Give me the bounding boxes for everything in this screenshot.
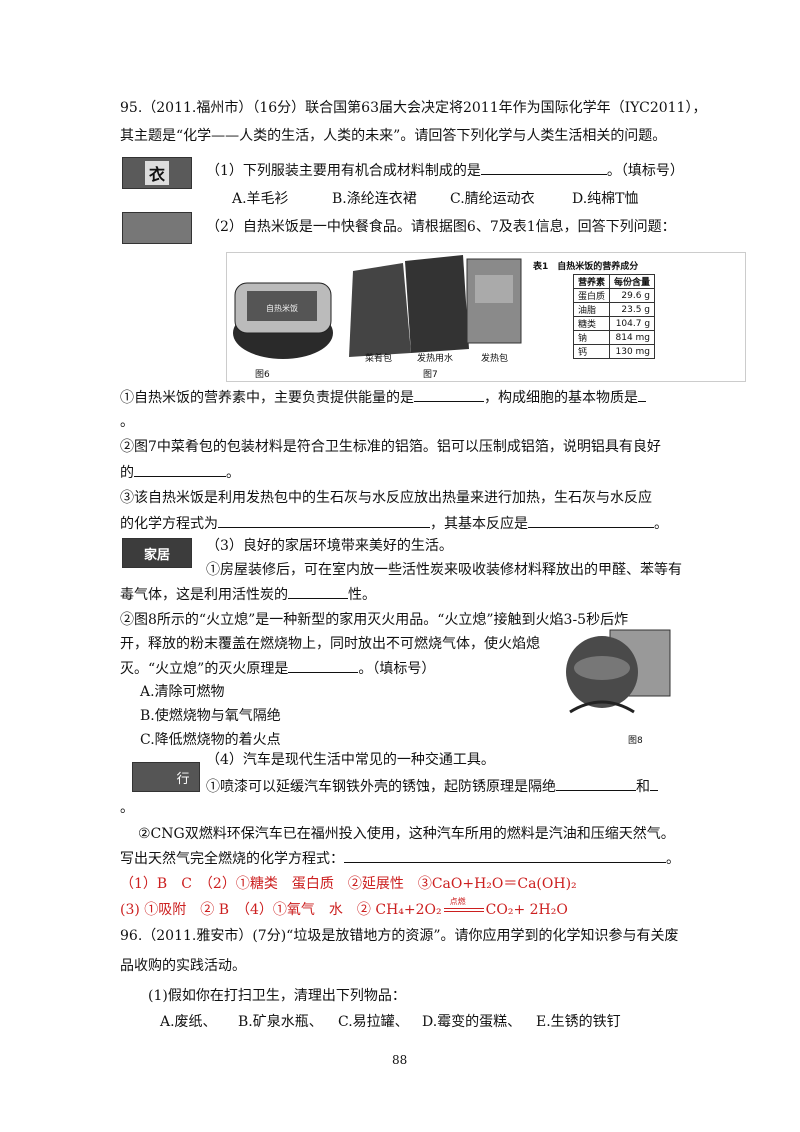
table-cell: 130 mg (609, 344, 656, 359)
answer-blank[interactable] (288, 584, 348, 599)
table-cell: 钠 (572, 330, 611, 345)
fig8-caption: 图8 (628, 736, 643, 746)
q95-p3-q2-line2: 开，释放的粉末覆盖在燃烧物上，同时放出不可燃烧气体，使火焰熄 (120, 636, 540, 652)
fig7-label-water: 发热用水 (417, 354, 454, 364)
q95-p4-q2-line2: 写出天然气完全燃烧的化学方程式：。 (120, 848, 680, 869)
q95-p2-q2-line2: 的。 (120, 462, 240, 483)
answer-blank[interactable] (650, 776, 658, 791)
home-icon: 家居 (122, 538, 192, 568)
fig7-caption: 图7 (423, 370, 438, 380)
fig7-label-heater: 发热包 (481, 354, 509, 364)
answer-blank[interactable] (218, 513, 430, 528)
q95-p2-q3-line2: 的化学方程式为，其基本反应是。 (120, 513, 668, 534)
table1-title: 表1 自热米饭的营养成分 (533, 262, 639, 272)
fire-extinguisher-image (566, 629, 671, 714)
q95-p4-q1: ①喷漆可以延缓汽车钢铁外壳的锈蚀，起防锈原理是隔绝和 (206, 776, 658, 797)
table-cell: 104.7 g (609, 316, 656, 331)
q95-p2-intro: （2）自热米饭是一中快餐食品。请根据图6、7及表1信息，回答下列问题： (206, 219, 676, 235)
rice-box-image: 自热米饭 (233, 282, 333, 359)
q96-header-line2: 品收购的实践活动。 (120, 958, 246, 974)
q95-p1-question: （1）下列服装主要用有机合成材料制成的是。（填标号） (206, 160, 684, 181)
q95-p2-q3-line1: ③该自热米饭是利用发热包中的生石灰与水反应放出热量来进行加热，生石灰与水反应 (120, 490, 652, 506)
answer-blank[interactable] (344, 848, 666, 863)
table-cell: 钙 (572, 344, 611, 359)
q95-p4-intro: （4）汽车是现代生活中常见的一种交通工具。 (206, 752, 495, 768)
q95-p3-option-a: A.清除可燃物 (140, 684, 225, 700)
q96-header-line1: 96.（2011.雅安市）(7分)“垃圾是放错地方的资源”。请你应用学到的化学知… (120, 928, 679, 944)
answer-blank[interactable] (288, 658, 359, 673)
page-number: 88 (392, 1053, 408, 1067)
q95-p4-q1-end: 。 (120, 800, 134, 816)
table-cell: 814 mg (609, 330, 656, 345)
q95-p2-q2-line1: ②图7中菜肴包的包装材料是符合卫生标准的铝箔。铝可以压制成铝箔，说明铝具有良好 (120, 439, 661, 455)
car-icon: 行 (132, 762, 200, 792)
food-icon (122, 212, 192, 244)
rice-packets-image (349, 255, 522, 357)
q95-p2-q1-end: 。 (120, 414, 134, 430)
q95-p3-q1-line2: 毒气体，这是利用活性炭的性。 (120, 584, 376, 605)
table-header-cell: 每份含量 (609, 274, 656, 289)
q95-p3-q1-line1: ①房屋装修后，可在室内放一些活性炭来吸收装修材料释放出的甲醛、苯等有 (206, 562, 682, 578)
q95-p3-option-b: B.使燃烧物与氧气隔绝 (140, 708, 281, 724)
table-cell: 29.6 g (609, 288, 656, 303)
fig7-label-dish: 菜肴包 (365, 354, 393, 364)
table-cell: 23.5 g (609, 302, 656, 317)
answer-blank[interactable] (134, 462, 226, 477)
answer-blank[interactable] (638, 387, 646, 402)
answer-blank[interactable] (528, 513, 654, 528)
figure-group: 自热米饭 图6 菜肴包 发热用水 发热包 图7 表1 自热米饭的营养成分 营养素… (226, 252, 746, 382)
table-cell: 糖类 (572, 316, 611, 331)
q95-p4-q2-line1: ②CNG双燃料环保汽车已在福州投入使用，这种汽车所用的燃料是汽油和压缩天然气。 (138, 826, 675, 842)
table-header-cell: 营养素 (572, 274, 611, 289)
q95-header-line2: 其主题是“化学——人类的生活，人类的未来”。请回答下列化学与人类生活相关的问题。 (120, 128, 667, 144)
answer-blank[interactable] (556, 776, 636, 791)
table-cell: 蛋白质 (572, 288, 611, 303)
q95-p2-q1: ①自热米饭的营养素中，主要负责提供能量的是，构成细胞的基本物质是 (120, 387, 646, 408)
reaction-arrow: 点燃 (442, 897, 486, 920)
answer-key-line1: （1）B C （2）①糖类 蛋白质 ②延展性 ③CaO+H₂O＝Ca(OH)₂ (120, 876, 577, 892)
q95-p3-intro: （3）良好的家居环境带来美好的生活。 (206, 538, 453, 554)
table-cell: 油脂 (572, 302, 611, 317)
table-header-row: 营养素 每份含量 (572, 274, 656, 289)
q95-p3-option-c: C.降低燃烧物的着火点 (140, 732, 281, 748)
answer-blank[interactable] (414, 387, 484, 402)
q95-p3-q2-line3: 灭。“火立熄”的灭火原理是。（填标号） (120, 658, 435, 679)
fig6-caption: 图6 (255, 370, 270, 380)
answer-blank[interactable] (480, 160, 607, 175)
clothes-icon: 衣 (122, 157, 192, 189)
q96-p1-intro: (1)假如你在打扫卫生，清理出下列物品： (148, 988, 406, 1004)
q95-header-line1: 95.（2011.福州市）（16分）联合国第63届大会决定将2011年作为国际化… (120, 100, 707, 116)
svg-text:自热米饭: 自热米饭 (266, 303, 298, 313)
q95-p3-q2-line1: ②图8所示的“火立熄”是一种新型的家用灭火用品。“火立熄”接触到火焰3-5秒后炸 (120, 612, 629, 628)
q96-p1-options: A.废纸、B.矿泉水瓶、C.易拉罐、D.霉变的蛋糕、E.生锈的铁钉 (160, 1014, 621, 1030)
